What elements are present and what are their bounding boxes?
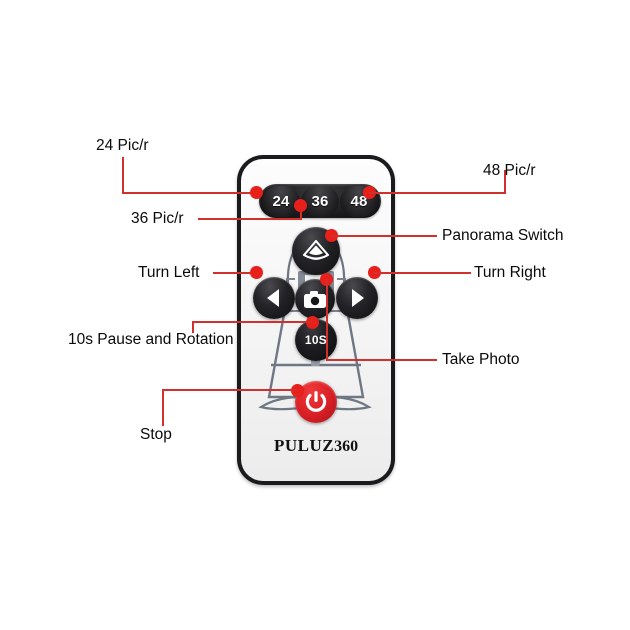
leader-line-24-pic-horizontal <box>122 192 256 194</box>
callout-dot-36-pic <box>294 199 307 212</box>
turn-right-button[interactable] <box>336 277 378 319</box>
leader-line-panorama <box>331 235 437 237</box>
leader-line-turn-left <box>213 272 258 274</box>
leader-line-take-photo-vertical <box>326 279 328 360</box>
timer-button-label: 10S <box>304 333 328 347</box>
brand-logo: PULUZ360 <box>241 436 391 456</box>
callout-label-panorama-switch: Panorama Switch <box>442 227 564 244</box>
callout-dot-turn-left <box>250 266 263 279</box>
callout-label-10s-pause: 10s Pause and Rotation <box>68 331 234 348</box>
leader-line-turn-right <box>374 272 471 274</box>
callout-dot-10s-pause <box>306 316 319 329</box>
leader-line-24-pic-vertical <box>122 157 124 194</box>
button-36-pic[interactable]: 36 <box>301 185 339 217</box>
callout-dot-stop <box>291 384 304 397</box>
leader-line-10s-horizontal <box>192 321 312 323</box>
panorama-switch-button[interactable] <box>292 227 340 275</box>
callout-label-48-pic: 48 Pic/r <box>483 162 536 179</box>
button-24-pic[interactable]: 24 <box>262 185 300 217</box>
callout-label-24-pic: 24 Pic/r <box>96 137 149 154</box>
brand-suffix: 360 <box>334 438 359 455</box>
leader-line-take-photo-horizontal <box>326 359 437 361</box>
callout-label-stop: Stop <box>140 426 172 443</box>
callout-label-turn-left: Turn Left <box>138 264 200 281</box>
leader-line-48-pic-horizontal <box>369 192 506 194</box>
panorama-icon <box>302 239 330 260</box>
brand-name: PULUZ <box>273 436 335 455</box>
callout-label-take-photo: Take Photo <box>442 351 520 368</box>
turn-left-button[interactable] <box>253 277 295 319</box>
leader-line-36-pic-horizontal <box>198 218 302 220</box>
leader-line-stop-horizontal <box>162 389 297 391</box>
leader-line-48-pic-vertical <box>504 170 506 194</box>
leader-line-10s-vertical <box>192 321 194 333</box>
power-icon <box>305 391 327 412</box>
callout-label-36-pic: 36 Pic/r <box>131 210 184 227</box>
triangle-right-icon <box>352 289 364 307</box>
leader-line-stop-vertical <box>162 389 164 426</box>
callout-dot-24-pic <box>250 186 263 199</box>
leader-line-36-pic-vertical <box>300 206 302 219</box>
camera-icon <box>304 290 326 308</box>
triangle-left-icon <box>267 289 279 307</box>
callout-label-turn-right: Turn Right <box>474 264 546 281</box>
